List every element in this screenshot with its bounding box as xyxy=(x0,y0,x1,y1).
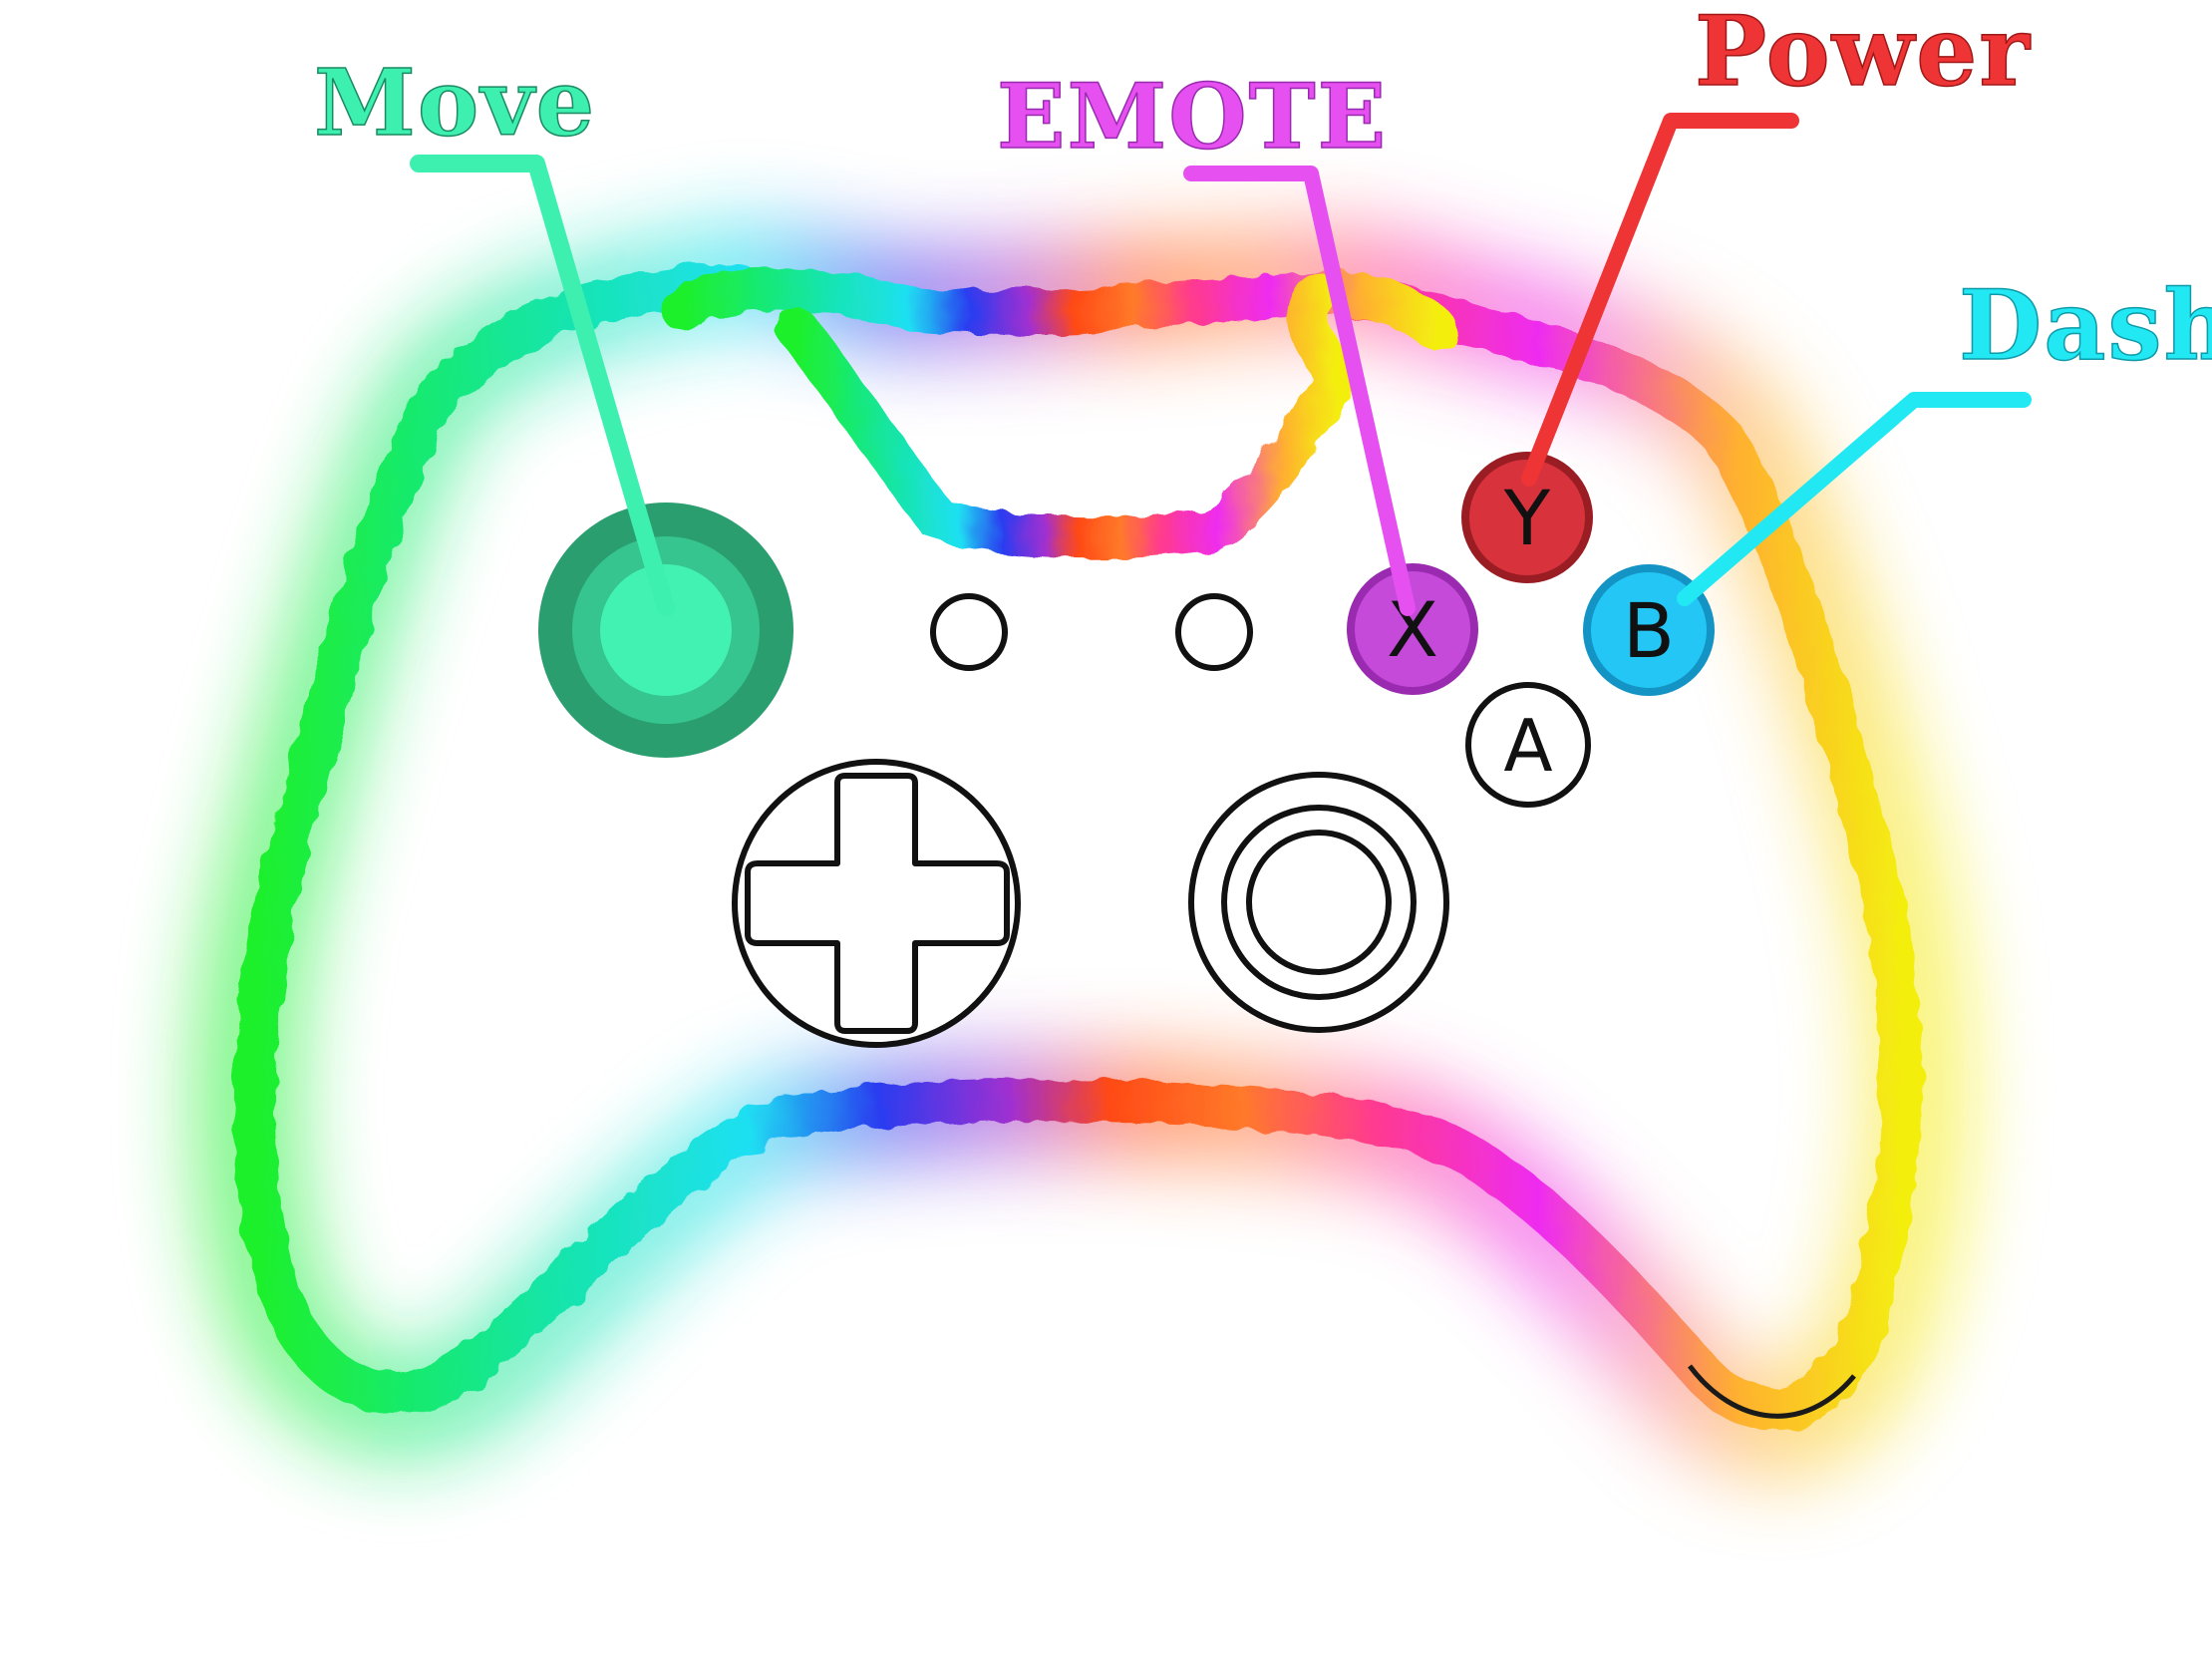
b-button[interactable]: B xyxy=(1583,564,1715,696)
dash-callout-line xyxy=(1677,392,2032,606)
emote-callout-line xyxy=(1183,166,1416,616)
thumbstick-cap xyxy=(1246,830,1392,975)
dpad-icon xyxy=(745,773,1010,1034)
a-button-label: A xyxy=(1503,704,1552,788)
power-callout-line xyxy=(1521,113,1799,487)
controller-body-outline xyxy=(233,263,1922,1432)
a-button[interactable]: A xyxy=(1465,682,1591,808)
menu-button-icon[interactable] xyxy=(1175,593,1253,671)
controller-grip-shadow xyxy=(1688,1364,1856,1419)
controller-bumper-bar xyxy=(661,266,1457,351)
move-label: Move xyxy=(314,49,596,157)
controller-bridge xyxy=(777,273,1360,558)
left-thumbstick[interactable] xyxy=(538,503,793,758)
y-button[interactable]: Y xyxy=(1461,452,1593,583)
controller-outline xyxy=(233,263,1922,1432)
emote-label: EMOTE xyxy=(997,64,1388,169)
controller-glow xyxy=(191,218,1973,1482)
thumbstick-cap xyxy=(600,564,732,696)
dash-label: Dash xyxy=(1959,269,2212,382)
x-button[interactable]: X xyxy=(1347,563,1478,695)
dpad[interactable] xyxy=(732,759,1021,1048)
b-button-label: B xyxy=(1623,586,1675,675)
move-callout-line xyxy=(410,155,675,617)
power-label: Power xyxy=(1695,0,2032,108)
right-thumbstick[interactable] xyxy=(1188,772,1449,1033)
y-button-label: Y xyxy=(1503,474,1551,562)
view-button-icon[interactable] xyxy=(930,593,1008,671)
